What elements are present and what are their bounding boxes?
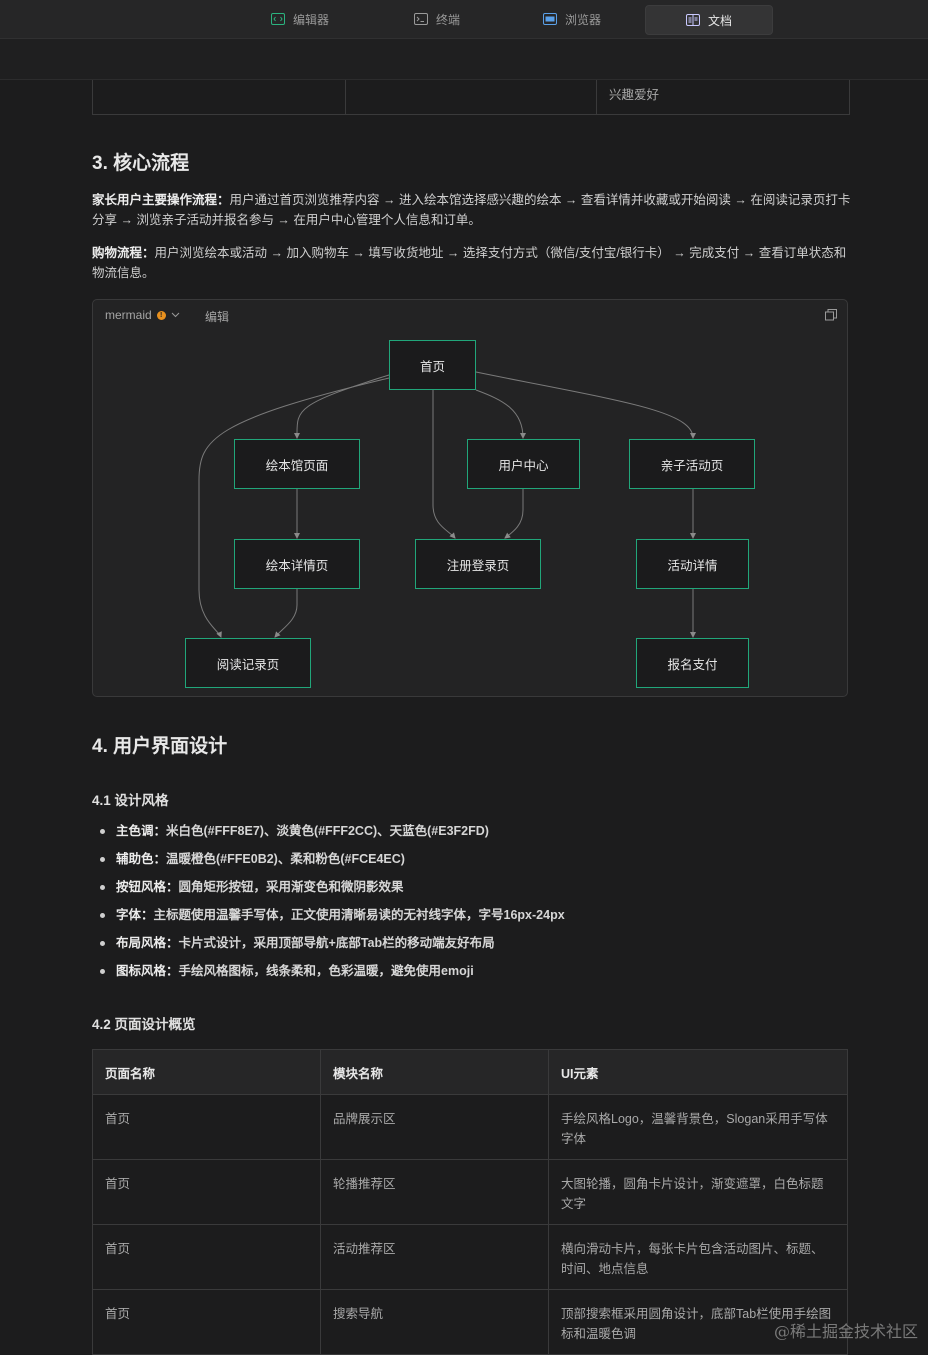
table-cell: 品牌展示区 <box>320 1094 549 1160</box>
section-heading-ui-design: 4. 用户界面设计 <box>92 736 228 757</box>
table-header-row: 页面名称 模块名称 UI元素 <box>92 1049 848 1095</box>
edge-home-user-center <box>475 389 526 439</box>
mermaid-diagram-block: mermaid ! 编辑 <box>92 299 848 697</box>
tab-terminal-label: 终端 <box>435 12 460 27</box>
node-activity-detail[interactable]: 活动详情 <box>636 539 749 589</box>
tab-terminal[interactable]: 终端 <box>402 5 472 33</box>
diagram-edges <box>198 371 696 638</box>
parent-flow-label: 家长用户主要操作流程： <box>92 193 230 207</box>
parent-flow-text: 用户通过首页浏览推荐内容 → 进入绘本馆选择感兴趣的绘本 → 查看详情并收藏或开… <box>92 193 851 227</box>
list-item: 字体：主标题使用温馨手写体，正文使用清晰易读的无衬线字体，字号16px-24px <box>92 904 852 932</box>
table-cell: 手绘风格Logo，温馨背景色，Slogan采用手写体字体 <box>548 1094 848 1160</box>
page-design-table: 页面名称 模块名称 UI元素 首页 品牌展示区 手绘风格Logo，温馨背景色，S… <box>92 1049 848 1355</box>
table-cell: 首页 <box>92 1289 321 1355</box>
edge-detail-reading <box>274 589 298 638</box>
table-cell: 首页 <box>92 1224 321 1290</box>
tab-editor[interactable]: 编辑器 <box>260 5 340 33</box>
node-library[interactable]: 绘本馆页面 <box>234 439 360 489</box>
info-icon: ! <box>156 310 166 320</box>
document-icon <box>685 14 700 26</box>
list-item: 主色调：米白色(#FFF8E7)、淡黄色(#FFF2CC)、天蓝色(#E3F2F… <box>92 820 852 848</box>
edge-home-login <box>432 390 456 539</box>
shopping-flow-label: 购物流程： <box>92 246 155 260</box>
table-row: 首页 品牌展示区 手绘风格Logo，温馨背景色，Slogan采用手写体字体 <box>92 1094 848 1160</box>
subheading-page-overview: 4.2 页面设计概览 <box>92 1017 196 1032</box>
shopping-flow-text: 用户浏览绘本或活动 → 加入购物车 → 填写收货地址 → 选择支付方式（微信/支… <box>92 246 847 280</box>
node-login[interactable]: 注册登录页 <box>415 539 541 589</box>
table-row: 首页 搜索导航 顶部搜索框采用圆角设计，底部Tab栏使用手绘图标和温暖色调 <box>92 1289 848 1355</box>
tab-browser-label: 浏览器 <box>564 12 601 27</box>
table-row: 首页 活动推荐区 横向滑动卡片，每张卡片包含活动图片、标题、时间、地点信息 <box>92 1224 848 1290</box>
list-item: 图标风格：手绘风格图标，线条柔和，色彩温暖，避免使用emoji <box>92 960 852 988</box>
mermaid-language-selector[interactable]: mermaid ! <box>105 308 180 322</box>
table-cell: 首页 <box>92 1159 321 1225</box>
list-item: 布局风格：卡片式设计，采用顶部导航+底部Tab栏的移动端友好布局 <box>92 932 852 960</box>
tab-browser[interactable]: 浏览器 <box>532 5 612 33</box>
table-cell: 兴趣爱好 <box>609 88 660 102</box>
list-item: 辅助色：温暖橙色(#FFE0B2)、柔和粉色(#FCE4EC) <box>92 848 852 876</box>
node-home[interactable]: 首页 <box>389 340 476 390</box>
node-signup-pay[interactable]: 报名支付 <box>636 638 749 688</box>
edge-home-reading <box>198 377 390 638</box>
table-cell: 首页 <box>92 1094 321 1160</box>
node-user-center[interactable]: 用户中心 <box>467 439 580 489</box>
tab-document-label: 文档 <box>707 13 732 28</box>
browser-icon <box>542 13 557 25</box>
previous-table-tail: 兴趣爱好 <box>92 80 850 115</box>
terminal-icon <box>413 13 428 25</box>
sub-toolbar <box>0 39 928 80</box>
table-row: 首页 轮播推荐区 大图轮播，圆角卡片设计，渐变遮罩，白色标题文字 <box>92 1159 848 1225</box>
mermaid-language-label: mermaid <box>105 308 152 322</box>
parent-flow-paragraph: 家长用户主要操作流程：用户通过首页浏览推荐内容 → 进入绘本馆选择感兴趣的绘本 … <box>92 190 852 230</box>
node-reading-record[interactable]: 阅读记录页 <box>185 638 311 688</box>
subheading-design-style: 4.1 设计风格 <box>92 793 169 808</box>
shopping-flow-paragraph: 购物流程：用户浏览绘本或活动 → 加入购物车 → 填写收货地址 → 选择支付方式… <box>92 243 852 283</box>
edge-home-activity <box>475 371 696 439</box>
table-cell: 大图轮播，圆角卡片设计，渐变遮罩，白色标题文字 <box>548 1159 848 1225</box>
list-item: 按钮风格：圆角矩形按钮，采用渐变色和微阴影效果 <box>92 876 852 904</box>
code-icon <box>270 13 285 25</box>
column-header: 模块名称 <box>320 1049 549 1095</box>
column-header: UI元素 <box>548 1049 848 1095</box>
tab-editor-label: 编辑器 <box>292 12 329 27</box>
copy-icon[interactable] <box>825 309 837 321</box>
top-tab-bar: 编辑器 终端 浏览器 文档 <box>0 0 928 39</box>
table-cell: 横向滑动卡片，每张卡片包含活动图片、标题、时间、地点信息 <box>548 1224 848 1290</box>
column-header: 页面名称 <box>92 1049 321 1095</box>
table-cell: 活动推荐区 <box>320 1224 549 1290</box>
design-style-list: 主色调：米白色(#FFF8E7)、淡黄色(#FFF2CC)、天蓝色(#E3F2F… <box>92 820 852 988</box>
node-book-detail[interactable]: 绘本详情页 <box>234 539 360 589</box>
edge-user-login <box>504 489 524 539</box>
mermaid-edit-button[interactable]: 编辑 <box>205 310 230 324</box>
node-activity[interactable]: 亲子活动页 <box>629 439 755 489</box>
watermark: @稀土掘金技术社区 <box>773 1322 918 1341</box>
table-cell: 搜索导航 <box>320 1289 549 1355</box>
table-cell: 轮播推荐区 <box>320 1159 549 1225</box>
tab-document[interactable]: 文档 <box>645 5 773 35</box>
section-heading-core-flow: 3. 核心流程 <box>92 153 190 174</box>
edge-home-library <box>293 374 390 439</box>
chevron-down-icon <box>171 312 180 318</box>
